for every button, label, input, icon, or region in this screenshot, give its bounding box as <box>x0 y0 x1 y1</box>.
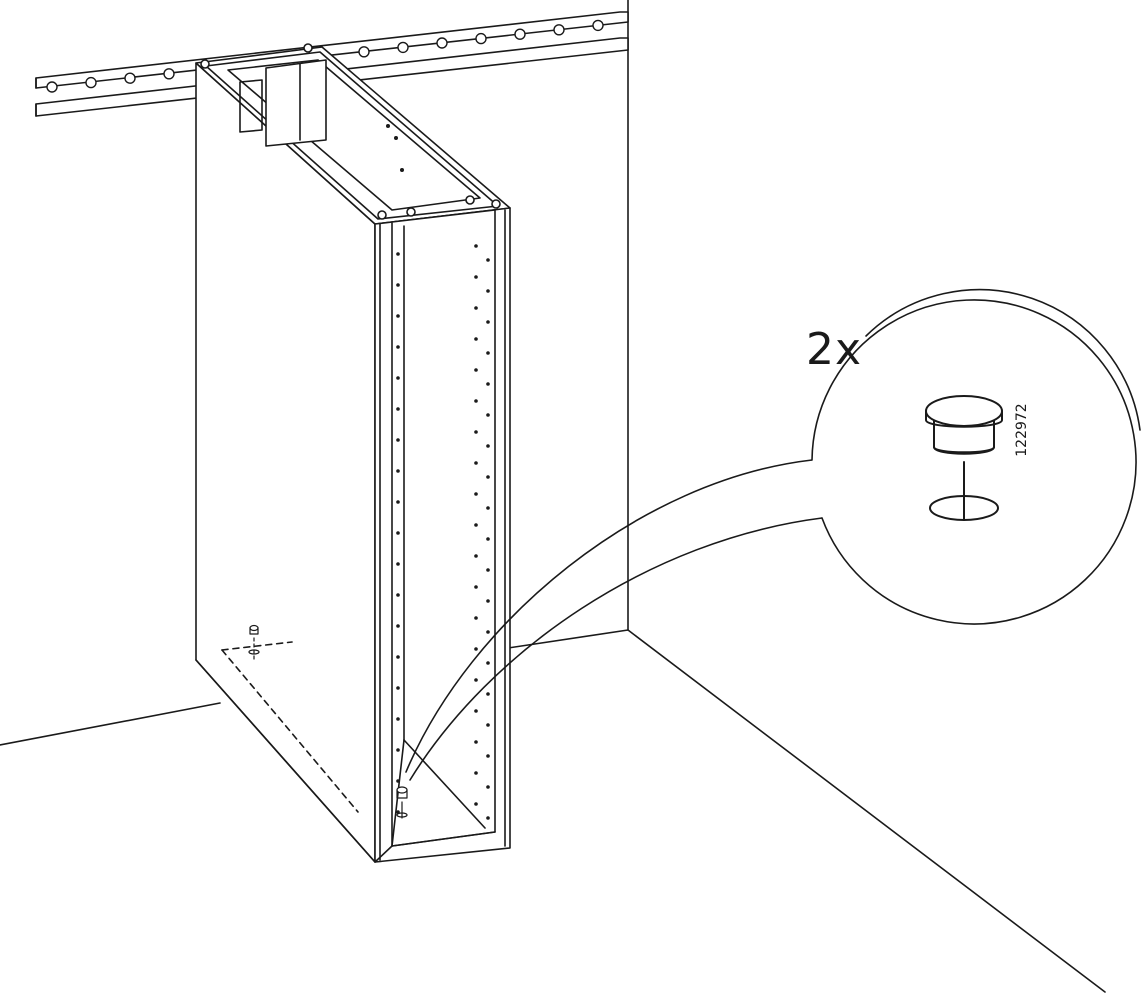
pin-hole <box>396 376 400 380</box>
detail-callout <box>405 288 1141 781</box>
pin-hole <box>486 599 490 603</box>
pin-hole <box>474 771 478 775</box>
pin-hole <box>396 283 400 287</box>
pin-hole <box>396 469 400 473</box>
pin-hole <box>474 709 478 713</box>
pin-hole <box>474 802 478 806</box>
pin-hole <box>396 531 400 535</box>
part-number-label: 122972 <box>1014 403 1030 457</box>
pin-hole <box>486 754 490 758</box>
pin-hole <box>486 506 490 510</box>
rear-cap-marker <box>248 624 260 661</box>
pin-hole <box>486 258 490 262</box>
quantity-label: 2x <box>806 324 863 375</box>
pin-hole <box>486 661 490 665</box>
pin-hole <box>396 407 400 411</box>
pin-hole <box>396 748 400 752</box>
pin-hole <box>474 740 478 744</box>
pin-hole <box>396 500 400 504</box>
pin-hole <box>474 337 478 341</box>
pin-hole <box>474 554 478 558</box>
pin-hole <box>474 492 478 496</box>
pin-hole <box>474 523 478 527</box>
rail-hole <box>124 72 136 84</box>
pin-hole <box>474 461 478 465</box>
rail-hole <box>436 37 448 49</box>
pin-hole <box>486 816 490 820</box>
pin-hole <box>486 475 490 479</box>
pin-hole <box>396 686 400 690</box>
pin-hole <box>474 306 478 310</box>
rail-hole <box>46 81 58 93</box>
pin-hole <box>474 275 478 279</box>
pin-hole <box>474 616 478 620</box>
rail-hole <box>358 46 370 58</box>
pin-hole <box>486 444 490 448</box>
pin-hole <box>486 289 490 293</box>
pin-hole <box>474 430 478 434</box>
pin-hole <box>396 624 400 628</box>
pin-hole <box>396 562 400 566</box>
pin-hole <box>486 382 490 386</box>
front-cap-marker <box>396 786 408 819</box>
pin-hole <box>396 345 400 349</box>
hole-icon <box>929 495 999 521</box>
pin-hole <box>486 413 490 417</box>
rail-hole <box>397 41 409 54</box>
shelf-pin-holes <box>396 244 490 820</box>
pin-hole <box>486 723 490 727</box>
rail-hole <box>85 76 97 89</box>
pin-hole <box>486 351 490 355</box>
pin-hole <box>396 252 400 256</box>
rail-hole <box>553 24 565 36</box>
pin-hole <box>486 320 490 324</box>
pin-hole <box>474 368 478 372</box>
pin-hole <box>396 593 400 597</box>
pin-hole <box>396 438 400 442</box>
pin-hole <box>396 779 400 783</box>
rail-hole <box>592 19 604 32</box>
pin-hole <box>486 537 490 541</box>
pin-hole <box>474 399 478 403</box>
cover-cap-icon <box>925 395 1003 521</box>
pin-hole <box>396 655 400 659</box>
cabinet-frame <box>195 43 511 863</box>
pin-hole <box>486 568 490 572</box>
pin-hole <box>474 647 478 651</box>
pin-hole <box>474 585 478 589</box>
rail-hole <box>514 28 526 40</box>
pin-hole <box>486 630 490 634</box>
rail-hole <box>475 32 487 45</box>
pin-hole <box>474 678 478 682</box>
pin-hole <box>486 785 490 789</box>
pin-hole <box>396 314 400 318</box>
pin-hole <box>396 717 400 721</box>
pin-hole <box>474 244 478 248</box>
rail-hole <box>163 68 175 80</box>
pin-hole <box>486 692 490 696</box>
